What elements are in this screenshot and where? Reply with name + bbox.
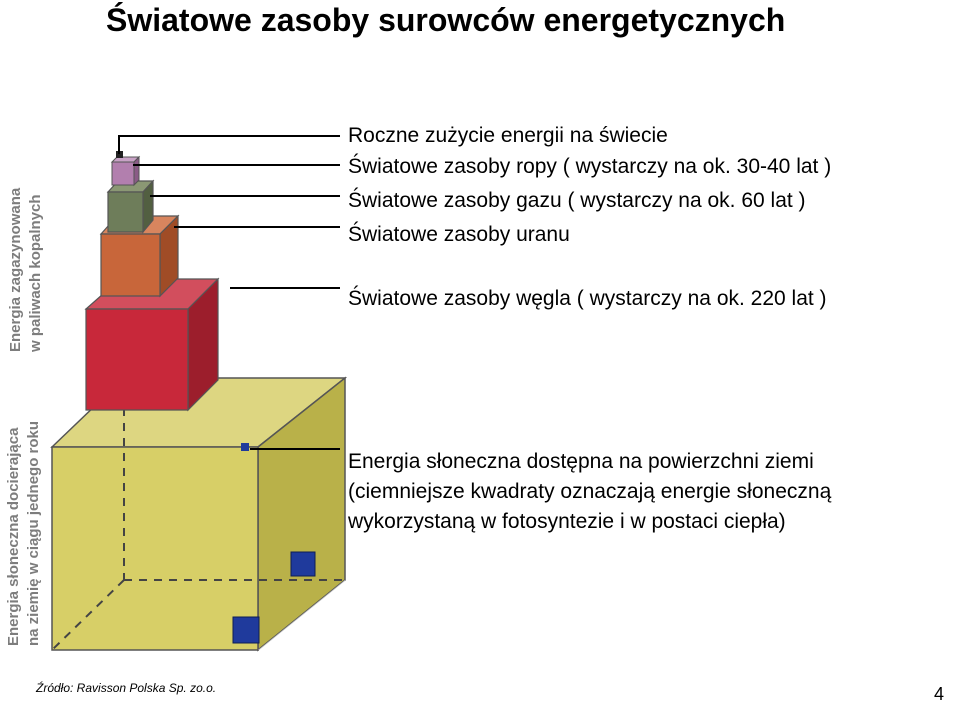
uranium-reserves-label: Światowe zasoby uranu bbox=[348, 223, 570, 246]
svg-text:Energia zagazynowana: Energia zagazynowana bbox=[7, 187, 24, 352]
solar-line-3: wykorzystaną w fotosyntezie i w postaci … bbox=[348, 510, 786, 533]
oil-reserves-label: Światowe zasoby ropy ( wystarczy na ok. … bbox=[348, 155, 832, 178]
coal-cube bbox=[84, 277, 220, 412]
solar-energy-cube bbox=[50, 376, 348, 652]
solar-line-1: Energia słoneczna dostępna na powierzchn… bbox=[348, 450, 814, 473]
leader-lines bbox=[118, 135, 340, 450]
fossil-energy-vertical-label: Energia zagazynowana w paliwach kopalnyc… bbox=[7, 187, 44, 353]
source-note: Źródło: Ravisson Polska Sp. zo.o. bbox=[36, 681, 217, 695]
solar-line-2: (ciemniejsze kwadraty oznaczają energie … bbox=[348, 480, 832, 503]
page-title: Światowe zasoby surowców energetycznych bbox=[106, 2, 786, 38]
photosynthesis-squares bbox=[232, 443, 316, 644]
gas-cube bbox=[106, 179, 155, 234]
svg-text:Energia słoneczna docierająca: Energia słoneczna docierająca bbox=[5, 427, 22, 646]
annual-consumption-cube bbox=[116, 151, 123, 158]
solar-energy-description: Energia słoneczna dostępna na powierzchn… bbox=[348, 447, 831, 537]
annual-consumption-label: Roczne zużycie energii na świecie bbox=[348, 124, 668, 147]
page-number: 4 bbox=[934, 684, 945, 704]
gas-reserves-label: Światowe zasoby gazu ( wystarczy na ok. … bbox=[348, 189, 806, 212]
coal-reserves-label: Światowe zasoby węgla ( wystarczy na ok.… bbox=[348, 287, 827, 310]
svg-text:w paliwach kopalnych: w paliwach kopalnych bbox=[27, 194, 44, 353]
svg-text:na ziemię w ciągu jednego roku: na ziemię w ciągu jednego roku bbox=[25, 421, 42, 646]
solar-energy-vertical-label: Energia słoneczna docierająca na ziemię … bbox=[5, 421, 42, 646]
oil-cube bbox=[110, 155, 141, 187]
